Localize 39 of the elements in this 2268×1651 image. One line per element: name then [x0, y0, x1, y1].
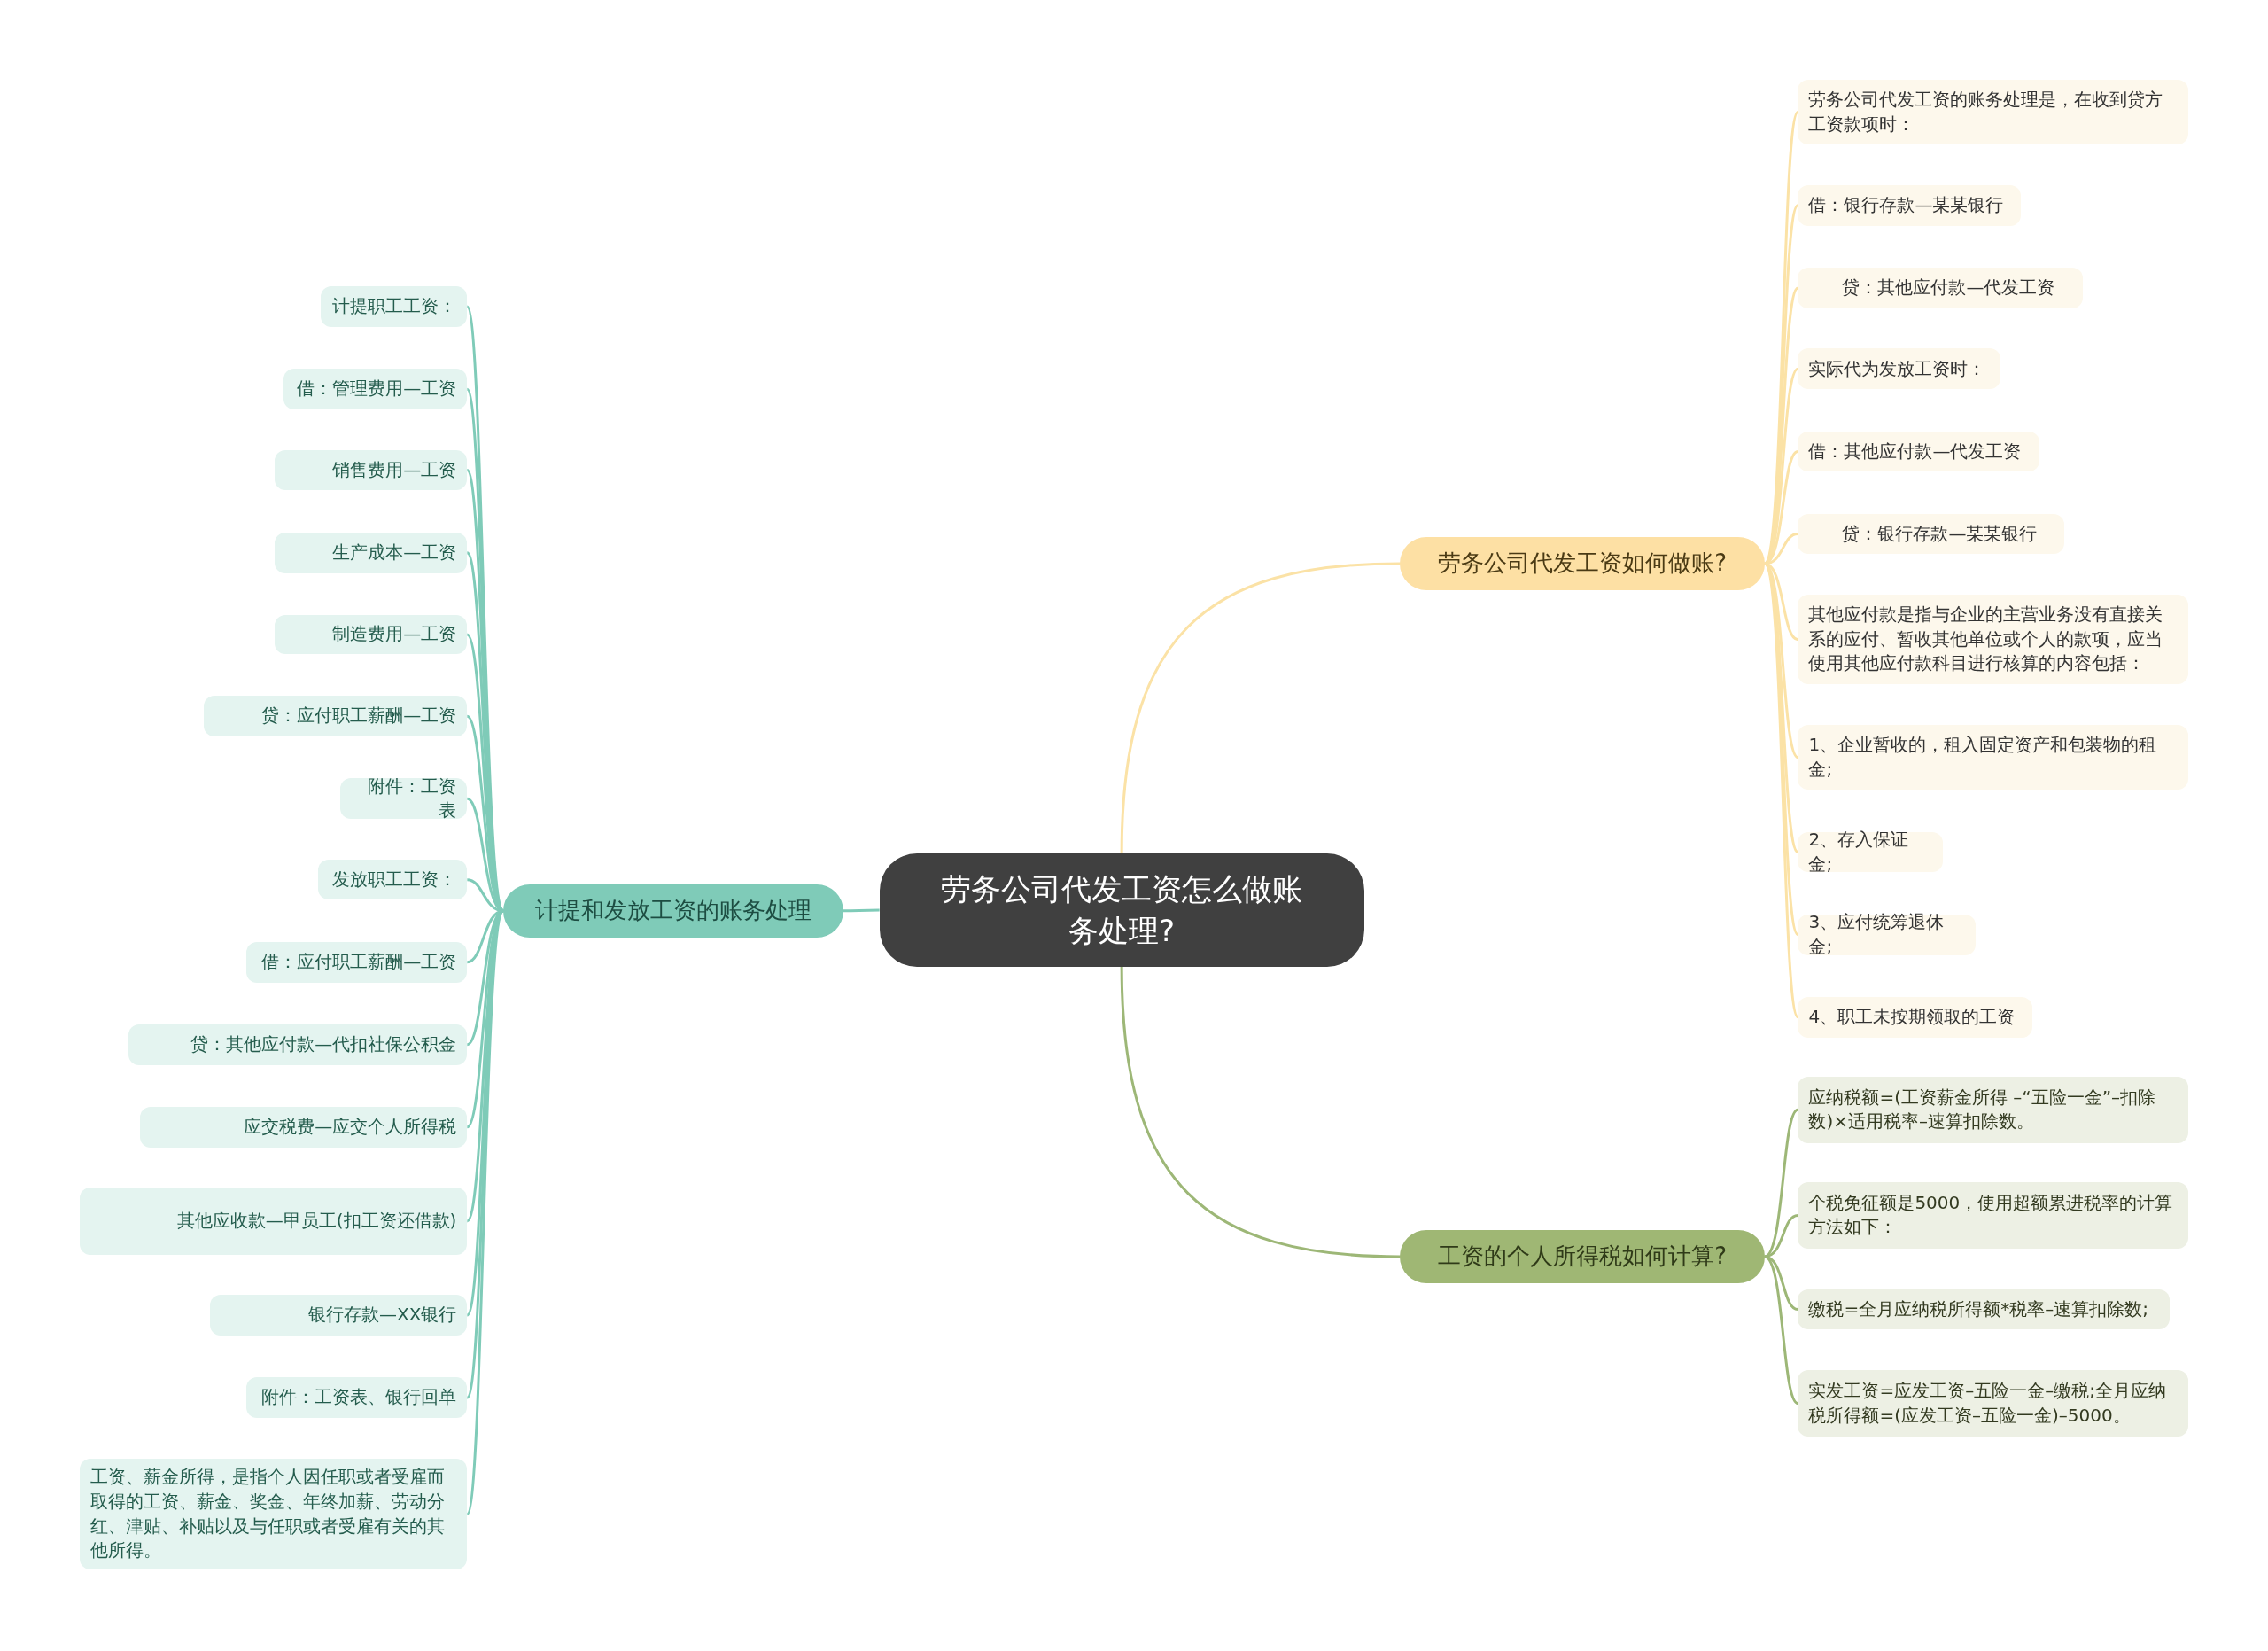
leaf-topic: 附件：工资表、银行回单 — [245, 1377, 468, 1418]
leaf-topic: 其他应收款—甲员工(扣工资还借款) — [79, 1188, 468, 1255]
leaf-topic: 4、职工未按期领取的工资 — [1798, 996, 2032, 1038]
leaf-topic: 银行存款—XX银行 — [209, 1295, 468, 1336]
leaf-topic: 缴税=全月应纳税所得额*税率–速算扣除数; — [1798, 1289, 2170, 1330]
leaf-topic: 2、存入保证金; — [1798, 831, 1943, 873]
connector-line — [1764, 1255, 1799, 1405]
connector-line — [1763, 563, 1799, 1018]
leaf-topic: 贷：银行存款—某某银行 — [1798, 513, 2064, 555]
leaf-topic: 借：银行存款—某某银行 — [1798, 184, 2021, 226]
leaf-topic: 实发工资=应发工资–五险一金–缴税;全月应纳税所得额=(应发工资–五险一金)–5000。 — [1798, 1370, 2189, 1437]
leaf-topic: 附件：工资表 — [339, 778, 468, 820]
leaf-topic: 借：其他应付款—代发工资 — [1798, 431, 2039, 472]
leaf-topic: 借：应付职工薪酬—工资 — [245, 941, 468, 983]
central-topic: 劳务公司代发工资怎么做账务处理? — [879, 853, 1364, 967]
leaf-topic: 制造费用—工资 — [275, 614, 468, 654]
leaf-topic: 贷：其他应付款—代扣社保公积金 — [128, 1024, 468, 1065]
leaf-topic: 贷：应付职工薪酬—工资 — [204, 696, 468, 736]
leaf-topic: 个税免征额是5000，使用超额累进税率的计算方法如下： — [1798, 1181, 2189, 1249]
branch-topic: 工资的个人所得税如何计算? — [1400, 1229, 1765, 1284]
leaf-topic: 其他应付款是指与企业的主营业务没有直接关系的应付、暂收其他单位或个人的款项，应当使用其他应付款科目进行核算的内容包括： — [1798, 595, 2189, 685]
connector-line — [1120, 562, 1401, 854]
leaf-topic: 应交税费—应交个人所得税 — [140, 1106, 468, 1148]
leaf-topic: 销售费用—工资 — [275, 449, 468, 491]
leaf-topic: 1、企业暂收的，租入固定资产和包装物的租金; — [1798, 724, 2189, 790]
leaf-topic: 贷：其他应付款—代发工资 — [1798, 268, 2083, 308]
leaf-topic: 劳务公司代发工资的账务处理是，在收到贷方工资款项时： — [1798, 79, 2189, 145]
connector-line — [1120, 966, 1401, 1258]
leaf-topic: 发放职工工资： — [318, 859, 468, 900]
leaf-topic: 实际代为发放工资时： — [1798, 348, 2000, 390]
leaf-topic: 借：管理费用—工资 — [284, 369, 468, 409]
branch-topic: 劳务公司代发工资如何做账? — [1400, 536, 1765, 591]
leaf-topic: 计提职工工资： — [321, 286, 468, 327]
leaf-topic: 工资、薪金所得，是指个人因任职或者受雇而取得的工资、薪金、奖金、年终加薪、劳动分红、津贴、补贴以及与任职或者受雇有关的其他所得。 — [79, 1458, 468, 1570]
leaf-topic: 应纳税额=(工资薪金所得 –“五险一金”–扣除数)×适用税率–速算扣除数。 — [1798, 1076, 2189, 1143]
leaf-topic: 生产成本—工资 — [275, 532, 468, 573]
leaf-topic: 3、应付统筹退休金; — [1798, 914, 1977, 955]
connector-line — [843, 908, 880, 913]
branch-topic: 计提和发放工资的账务处理 — [503, 884, 843, 938]
